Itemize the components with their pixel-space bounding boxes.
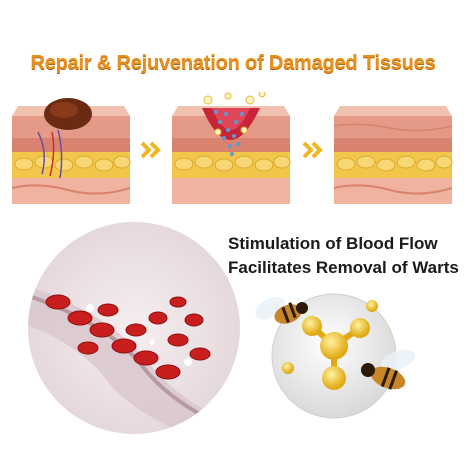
benefit-line-1: Stimulation of Blood Flow — [228, 234, 438, 253]
molecule-with-bees-illustration — [248, 278, 424, 438]
skin-stage-damaged — [8, 92, 134, 210]
skin-stage-repaired — [330, 92, 456, 210]
skin-healing-icon — [172, 92, 291, 204]
benefit-line-2: Facilitates Removal of Warts — [228, 258, 459, 277]
skin-wound-icon — [11, 98, 131, 204]
progress-arrow — [140, 140, 162, 160]
bee-icon — [255, 296, 308, 324]
red-blood-cells — [45, 294, 211, 380]
skin-stage-healing — [168, 92, 294, 210]
double-chevron-right-icon — [302, 141, 323, 159]
molecule-icon — [282, 300, 378, 390]
double-chevron-right-icon — [140, 141, 161, 159]
blood-vessel-illustration — [28, 222, 240, 434]
bee-icon — [361, 349, 416, 390]
page-title: Repair & Rejuvenation of Damaged Tissues — [30, 52, 436, 74]
skin-repaired-icon — [333, 106, 453, 204]
progress-arrow — [302, 140, 324, 160]
